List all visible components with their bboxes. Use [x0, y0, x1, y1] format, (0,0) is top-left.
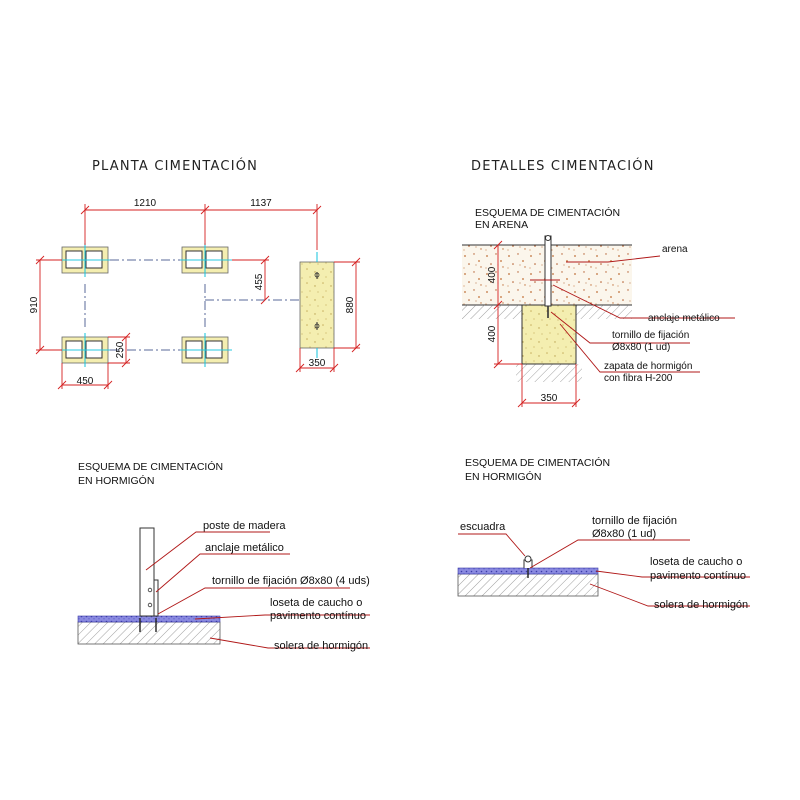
dim-400-bottom: 400 — [487, 325, 498, 342]
sand-detail-title-line2: EN ARENA — [475, 219, 528, 231]
label-loseta-left-2: pavimento contínuo — [270, 610, 366, 622]
sand-detail-title-line1: ESQUEMA DE CIMENTACIÓN — [475, 206, 620, 219]
footing-top-left — [60, 243, 110, 277]
label-zapata-1: zapata de hormigón — [604, 361, 692, 372]
metal-anchor-left — [153, 579, 159, 617]
label-loseta-right-1: loseta de caucho o — [650, 556, 742, 568]
wooden-post — [139, 527, 155, 617]
label-anclaje-sand: anclaje metálico — [648, 313, 720, 324]
sand-detail: ESQUEMA DE CIMENTACIÓN EN ARENA arena an… — [462, 206, 735, 408]
plan-dimensions: 1210 1137 910 455 880 — [29, 198, 361, 390]
concrete-right-title-line2: EN HORMIGÓN — [465, 470, 541, 483]
label-zapata-2: con fibra H-200 — [604, 373, 673, 384]
dim-350-sand: 350 — [541, 393, 558, 404]
label-solera-right: solera de hormigón — [654, 599, 748, 611]
concrete-footing — [521, 304, 577, 365]
label-escuadra: escuadra — [460, 521, 506, 533]
concrete-detail-right: ESQUEMA DE CIMENTACIÓN EN HORMIGÓN escua… — [457, 456, 750, 611]
label-solera-left: solera de hormigón — [274, 640, 368, 652]
footing-bottom-left — [60, 333, 110, 367]
footing-bottom-right — [180, 333, 232, 367]
concrete-left-title-line2: EN HORMIGÓN — [78, 474, 154, 487]
concrete-slab-left — [77, 621, 221, 645]
metal-anchor — [544, 235, 552, 307]
plan-title: PLANTA CIMENTACIÓN — [92, 158, 258, 174]
plan-section: PLANTA CIMENTACIÓN — [29, 158, 361, 390]
footing-top-right — [180, 243, 232, 277]
dim-400-top: 400 — [487, 266, 498, 283]
dim-455: 455 — [254, 273, 265, 290]
dim-1210: 1210 — [134, 198, 157, 209]
dim-1137: 1137 — [250, 198, 272, 209]
dim-350-plan: 350 — [309, 358, 326, 369]
concrete-detail-left: ESQUEMA DE CIMENTACIÓN EN HORMIGÓN poste… — [77, 460, 370, 652]
footing-long — [299, 252, 335, 358]
label-tornillo-sand-2: Ø8x80 (1 ud) — [612, 342, 670, 353]
plan-axis-lines — [84, 259, 300, 351]
label-arena: arena — [662, 244, 688, 255]
label-loseta-right-2: pavimento contínuo — [650, 570, 746, 582]
label-tornillo-right-2: Ø8x80 (1 ud) — [592, 528, 656, 540]
label-tornillo-sand-1: tornillo de fijación — [612, 330, 689, 341]
details-title: DETALLES CIMENTACIÓN — [471, 158, 655, 174]
label-tornillo-left: tornillo de fijación Ø8x80 (4 uds) — [212, 575, 370, 587]
label-loseta-left-1: loseta de caucho o — [270, 597, 362, 609]
dim-450: 450 — [77, 376, 94, 387]
dim-250: 250 — [115, 341, 126, 358]
dim-910: 910 — [29, 296, 40, 313]
concrete-right-title-line1: ESQUEMA DE CIMENTACIÓN — [465, 456, 610, 469]
concrete-left-title-line1: ESQUEMA DE CIMENTACIÓN — [78, 460, 223, 473]
dim-880: 880 — [345, 296, 356, 313]
label-anclaje-left: anclaje metálico — [205, 542, 284, 554]
label-poste: poste de madera — [203, 520, 286, 532]
label-tornillo-right-1: tornillo de fijación — [592, 515, 677, 527]
